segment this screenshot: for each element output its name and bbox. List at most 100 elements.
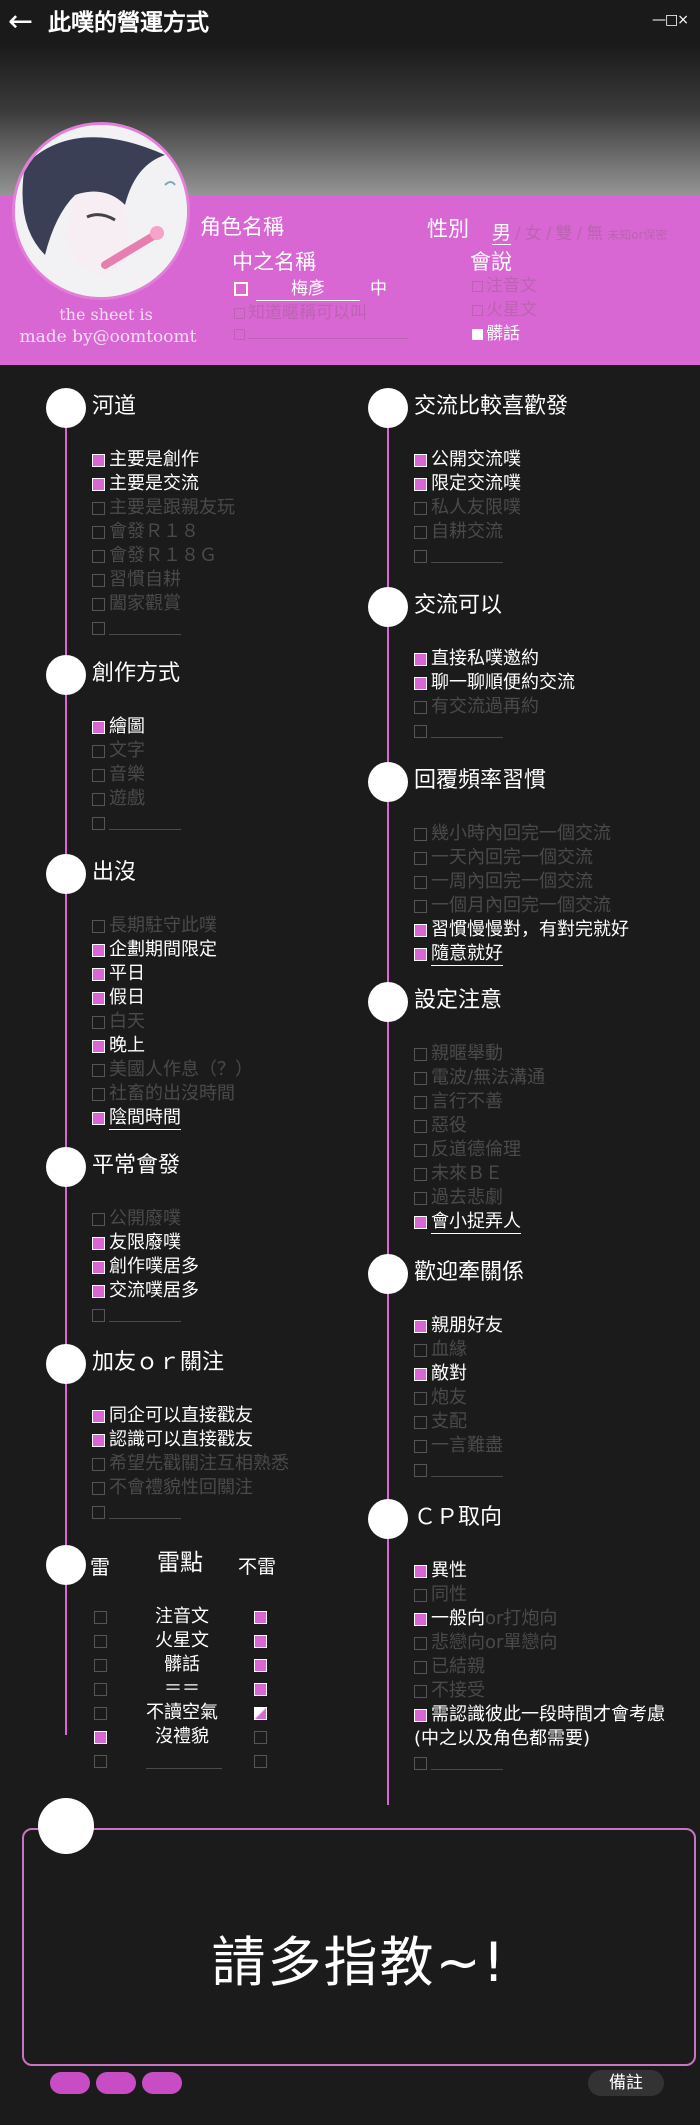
checklist-item[interactable]: 一周內回完一個交流 (414, 870, 629, 894)
checkbox[interactable] (414, 453, 427, 467)
checkbox[interactable] (92, 1409, 105, 1423)
checklist-item[interactable]: 有交流過再約 (414, 695, 575, 719)
checklist-item[interactable]: 公開交流噗 (414, 448, 521, 472)
speaks-option[interactable]: 注音文 (472, 274, 537, 298)
checklist-item[interactable]: 平日 (92, 962, 253, 986)
gender-option[interactable]: 女 (524, 224, 542, 244)
checkbox[interactable] (92, 453, 105, 467)
checkbox[interactable] (414, 1588, 427, 1602)
checklist-item[interactable]: 主要是交流 (92, 472, 235, 496)
checkbox[interactable] (414, 1071, 427, 1085)
checkbox[interactable] (414, 1215, 427, 1229)
checklist-item[interactable]: 公開廢噗 (92, 1207, 199, 1231)
checkbox[interactable] (92, 501, 105, 515)
back-arrow-icon[interactable]: ← (8, 4, 34, 39)
zh-name-option-3[interactable] (234, 323, 408, 344)
checkbox[interactable] (92, 1236, 105, 1250)
page-dot-1[interactable] (50, 2072, 90, 2094)
checklist-item[interactable]: 炮友 (414, 1386, 503, 1410)
gender-option[interactable]: 無 (586, 224, 604, 244)
checklist-item[interactable]: 聊一聊順便約交流 (414, 671, 575, 695)
checkbox[interactable] (414, 1391, 427, 1405)
checklist-item[interactable]: 一個月內回完一個交流 (414, 894, 629, 918)
checklist-item[interactable]: 悲戀向or單戀向 (414, 1631, 665, 1655)
checklist-item[interactable]: 限定交流噗 (414, 472, 521, 496)
checkbox[interactable] (414, 875, 427, 889)
zh-name-checkbox[interactable] (234, 282, 248, 296)
checklist-item[interactable]: 需認識彼此一段時間才會考慮 (414, 1703, 665, 1727)
checkbox[interactable] (92, 1505, 105, 1519)
checkbox[interactable] (414, 1684, 427, 1698)
checkbox[interactable] (414, 1636, 427, 1650)
checkbox[interactable] (414, 1143, 427, 1157)
checklist-item[interactable]: 創作噗居多 (92, 1255, 199, 1279)
speaks-option[interactable]: 火星文 (472, 298, 537, 322)
not-dislike-checkbox[interactable] (254, 1755, 267, 1768)
checklist-item[interactable]: 一天內回完一個交流 (414, 846, 629, 870)
checkbox[interactable] (414, 1319, 427, 1333)
gender-option-selected[interactable]: 男 (492, 222, 512, 245)
checklist-item[interactable]: 電波/無法溝通 (414, 1066, 545, 1090)
checklist-item[interactable] (92, 811, 181, 835)
checklist-item[interactable]: 交流噗居多 (92, 1279, 199, 1303)
checklist-item[interactable]: 直接私噗邀約 (414, 647, 575, 671)
checkbox[interactable] (92, 1433, 105, 1447)
checklist-item[interactable] (92, 1303, 199, 1327)
checklist-item[interactable] (92, 616, 235, 640)
checklist-item[interactable]: 會發Ｒ１８Ｇ (92, 544, 235, 568)
checkbox[interactable] (414, 1343, 427, 1357)
checkbox[interactable] (92, 1481, 105, 1495)
zh-name-row[interactable]: 梅彥中 (234, 274, 387, 301)
checkbox[interactable] (414, 525, 427, 539)
checkbox[interactable] (234, 328, 245, 340)
checkbox[interactable] (472, 304, 483, 316)
checklist-item[interactable]: 闔家觀賞 (92, 592, 235, 616)
checkbox[interactable] (414, 1708, 427, 1722)
page-dot-2[interactable] (96, 2072, 136, 2094)
checklist-item[interactable]: 主要是創作 (92, 448, 235, 472)
not-dislike-checkbox[interactable] (254, 1611, 267, 1624)
checkbox[interactable] (92, 744, 105, 758)
checkbox[interactable] (92, 1039, 105, 1053)
checklist-item[interactable]: 一般向or打炮向 (414, 1607, 665, 1631)
checklist-item[interactable]: 不接受 (414, 1679, 665, 1703)
checklist-item[interactable]: 會小捉弄人 (414, 1210, 545, 1234)
checklist-item[interactable]: 遊戲 (92, 787, 181, 811)
page-dot-3[interactable] (142, 2072, 182, 2094)
checkbox[interactable] (92, 792, 105, 806)
checklist-item[interactable]: 企劃期間限定 (92, 938, 253, 962)
checklist-item[interactable]: 未來ＢＥ (414, 1162, 545, 1186)
checklist-item[interactable]: 敵對 (414, 1362, 503, 1386)
checklist-item[interactable]: 繪圖 (92, 715, 181, 739)
checkbox[interactable] (414, 501, 427, 515)
checklist-item[interactable]: 晚上 (92, 1034, 253, 1058)
not-dislike-checkbox[interactable] (254, 1683, 267, 1696)
checkbox[interactable] (414, 724, 427, 738)
checkbox[interactable] (92, 991, 105, 1005)
checkbox[interactable] (414, 549, 427, 563)
dislike-checkbox[interactable] (94, 1731, 107, 1744)
checklist-item[interactable]: 幾小時內回完一個交流 (414, 822, 629, 846)
checkbox[interactable] (92, 1063, 105, 1077)
checkbox[interactable] (92, 549, 105, 563)
checklist-item[interactable]: 友限廢噗 (92, 1231, 199, 1255)
checkbox[interactable] (414, 1415, 427, 1429)
gender-option[interactable]: 未知or保密 (607, 228, 668, 242)
checkbox[interactable] (414, 851, 427, 865)
checkbox[interactable] (414, 1095, 427, 1109)
checkbox[interactable] (414, 1756, 427, 1770)
checkbox[interactable] (92, 720, 105, 734)
checkbox[interactable] (414, 1463, 427, 1477)
dislike-checkbox[interactable] (94, 1659, 107, 1672)
checkbox[interactable] (414, 1047, 427, 1061)
checklist-item[interactable]: 習慣慢慢對，有對完就好 (414, 918, 629, 942)
gender-option[interactable]: 雙 (555, 224, 573, 244)
checkbox[interactable] (92, 1308, 105, 1322)
checkbox[interactable] (92, 768, 105, 782)
checkbox[interactable] (92, 525, 105, 539)
dislike-checkbox[interactable] (94, 1755, 107, 1768)
checkbox[interactable] (414, 1564, 427, 1578)
checkbox[interactable] (472, 328, 483, 340)
checkbox[interactable] (414, 1660, 427, 1674)
checklist-item[interactable]: 已結親 (414, 1655, 665, 1679)
